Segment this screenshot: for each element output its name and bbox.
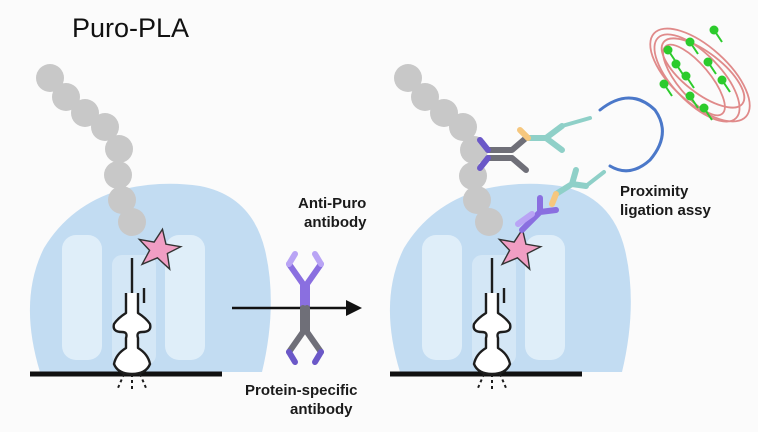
- left-trna-icon: [112, 256, 152, 390]
- rca-product-icon: [649, 27, 751, 123]
- pla-probe-lower-icon: [549, 167, 606, 207]
- bound-anti-puro-antibody-icon: [515, 195, 559, 233]
- left-peptide-chain-icon: [36, 64, 146, 236]
- protein-specific-label-line1: Protein-specific: [245, 382, 358, 399]
- fluorescent-probes-icon: [659, 25, 731, 121]
- anti-puro-label-line1: Anti-Puro: [298, 195, 366, 212]
- anti-puro-antibody-icon: [289, 254, 321, 308]
- bound-protein-specific-antibody-icon: [477, 135, 529, 173]
- pla-probe-upper-icon: [517, 116, 592, 153]
- proximity-label-line1: Proximity: [620, 183, 689, 200]
- left-puromycin-star-icon: [137, 227, 183, 272]
- protein-specific-antibody-icon: [289, 308, 321, 362]
- left-ribosome: [29, 183, 271, 372]
- circular-dna-icon: [598, 96, 664, 173]
- right-trna-icon: [472, 256, 512, 390]
- proximity-label-line2: ligation assy: [620, 202, 712, 219]
- protein-specific-label-line2: antibody: [290, 401, 353, 418]
- right-ribosome: [389, 183, 631, 372]
- page-title: Puro-PLA: [72, 13, 189, 43]
- right-puromycin-star-icon: [497, 227, 543, 272]
- right-arrow-icon: [346, 300, 362, 316]
- anti-puro-label-line2: antibody: [304, 214, 367, 231]
